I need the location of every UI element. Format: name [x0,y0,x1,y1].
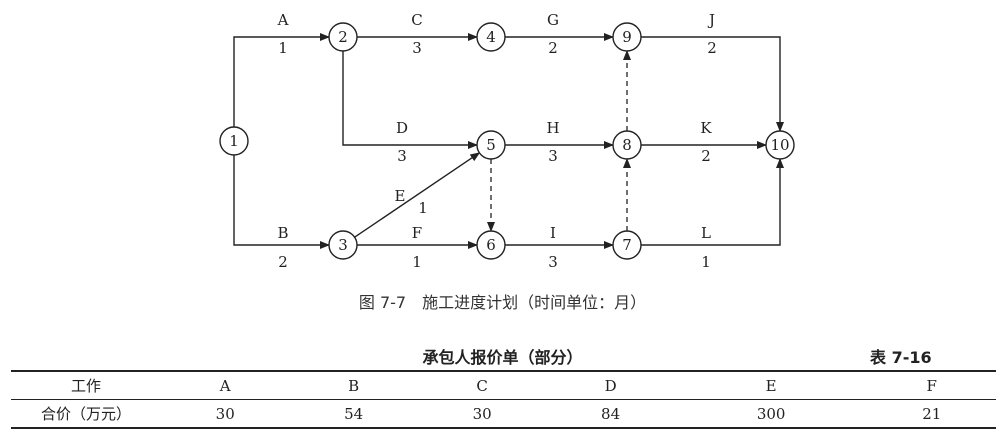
node-circle-3 [328,230,358,260]
node-label: 2 [338,28,348,46]
node-circle-7 [612,230,642,260]
header-cell: B [289,370,418,400]
activity-duration-label: 1 [701,253,711,271]
activity-duration-label: 2 [548,39,558,57]
table-title: 承包人报价单（部分） [422,348,583,367]
header-cell: E [674,370,868,400]
node-label: 8 [622,136,632,154]
node-circle-10 [765,130,795,160]
activity-name-label: B [277,224,288,242]
activity-duration-label: 3 [548,253,558,271]
activity-name-label: E [395,187,406,205]
node-label: 5 [486,136,496,154]
activity-name-label: I [550,224,556,242]
node-label: 9 [622,28,632,46]
activity-arrow-a [233,33,330,127]
activity-name-label: H [546,119,559,137]
quote-table: 工作 A B C D E F 合价（万元） 30 54 30 84 300 21 [11,370,996,429]
node-label: 6 [486,236,496,254]
activity-arrow-j [641,36,784,132]
activity-duration-label: 2 [707,39,717,57]
activity-name-label: A [277,11,289,29]
header-cell: A [161,370,290,400]
activity-name-label: K [700,119,712,137]
activity-name-label: C [411,11,422,29]
activity-arrow-e [354,152,481,238]
node-circle-8 [612,130,642,160]
activity-duration-label: 3 [412,39,422,57]
header-cell: F [867,370,996,400]
activity-duration-label: 3 [548,147,558,165]
node-circle-6 [476,230,506,260]
figure-caption: 图 7-7 施工进度计划（时间单位：月） [358,293,647,312]
node-circle-1 [219,126,249,156]
activity-name-label: D [396,119,408,137]
value-cell: 30 [161,399,290,429]
node-circle-9 [612,22,642,52]
activity-name-label: G [547,11,559,29]
activity-duration-label: 3 [397,147,407,165]
node-circle-2 [328,22,358,52]
header-cell: C [417,370,547,400]
table-header-row: 工作 A B C D E F [11,370,996,400]
value-cell: 84 [546,399,675,429]
activity-arrow-d [342,51,478,149]
node-label: 10 [770,136,789,154]
header-cell: D [546,370,675,400]
value-cell: 54 [289,399,418,429]
table-row: 合价（万元） 30 54 30 84 300 21 [11,399,996,429]
value-cell: 300 [674,399,868,429]
table-number: 表 7-16 [870,348,932,367]
activity-duration-label: 2 [701,147,711,165]
value-cell: 21 [867,399,996,429]
header-cell: 工作 [11,370,161,400]
node-circle-4 [476,22,506,52]
activity-duration-label: 1 [418,199,428,217]
node-label: 7 [622,236,632,254]
node-label: 3 [338,236,348,254]
activity-name-label: F [412,224,422,242]
row-label-cell: 合价（万元） [11,399,161,429]
activity-arrow-l [641,158,784,246]
activity-name-label: J [707,11,715,29]
value-cell: 30 [417,399,547,429]
node-label: 4 [486,28,496,46]
activity-duration-label: 2 [278,253,288,271]
activity-name-label: L [701,224,711,242]
activity-arrow-b [233,155,330,249]
activity-duration-label: 1 [278,39,288,57]
node-label: 1 [229,132,239,150]
activity-duration-label: 1 [412,253,422,271]
node-circle-5 [476,130,506,160]
